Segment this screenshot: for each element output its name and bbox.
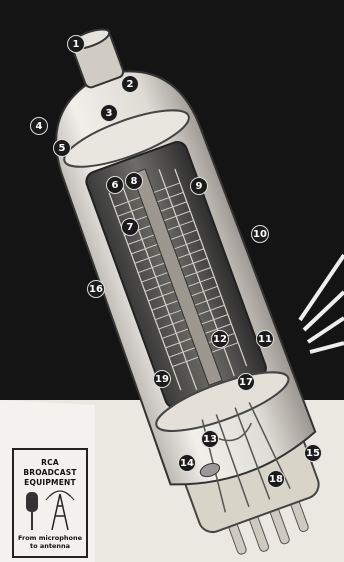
callout-11: 11	[256, 330, 274, 348]
callout-4: 4	[30, 117, 48, 135]
callout-8: 8	[125, 172, 143, 190]
callout-7: 7	[121, 218, 139, 236]
callout-13: 13	[201, 430, 219, 448]
callout-19: 19	[153, 370, 171, 388]
callout-6: 6	[106, 176, 124, 194]
callout-15: 15	[304, 444, 322, 462]
logo-caption: From microphone to antenna	[14, 534, 86, 550]
rca-broadcast-logo: RCA BROADCAST EQUIPMENT From microphone …	[12, 448, 88, 558]
antenna-tower-icon	[46, 491, 74, 530]
callout-9: 9	[190, 177, 208, 195]
callout-2: 2	[121, 75, 139, 93]
callout-1: 1	[67, 35, 85, 53]
callout-14: 14	[178, 454, 196, 472]
callout-16: 16	[87, 280, 105, 298]
microphone-icon	[26, 492, 38, 530]
callout-3: 3	[100, 104, 118, 122]
logo-art	[20, 486, 80, 532]
callout-12: 12	[211, 330, 229, 348]
logo-title: RCA BROADCAST EQUIPMENT	[14, 458, 86, 488]
callout-10: 10	[251, 225, 269, 243]
callout-5: 5	[53, 139, 71, 157]
callout-17: 17	[237, 373, 255, 391]
callout-18: 18	[267, 470, 285, 488]
